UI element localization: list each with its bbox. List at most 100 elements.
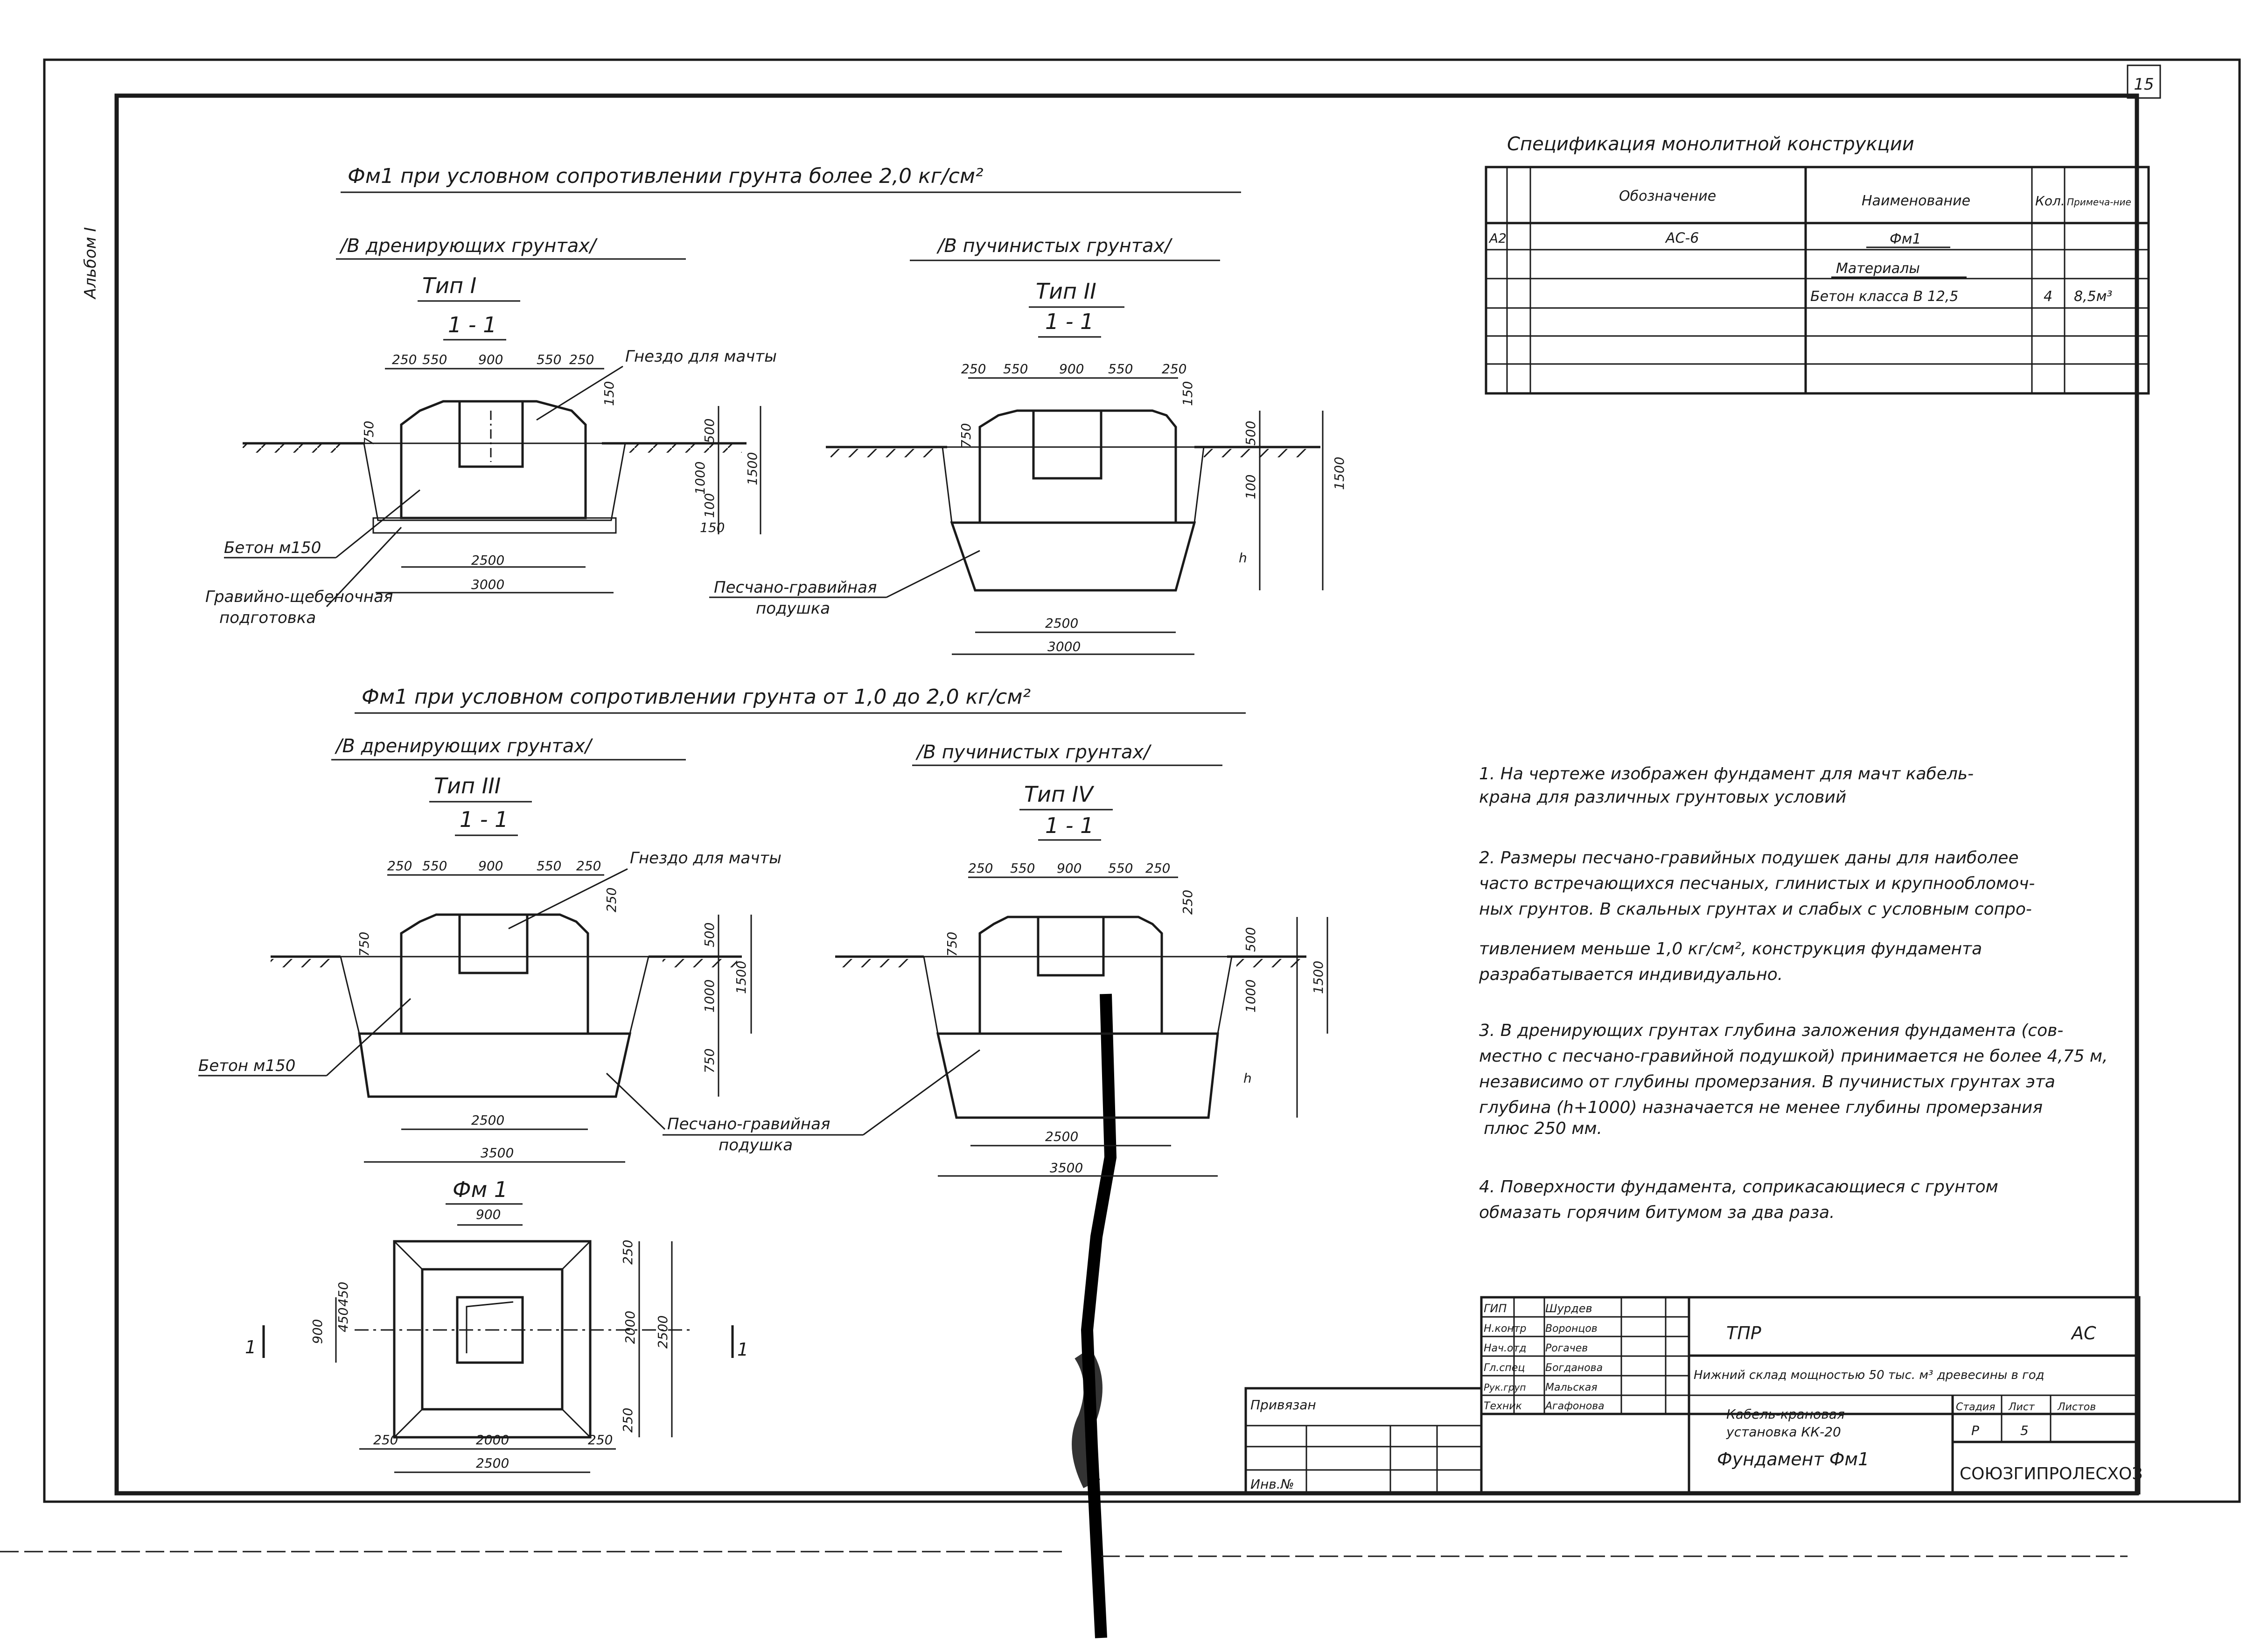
type3-dim-left: 750 — [356, 932, 372, 957]
spec-cell-concrete-qty: 4 — [2044, 288, 2052, 305]
type3-dim-right-5: 750 — [702, 1049, 717, 1073]
plan-dim-bottom-2: 2000 — [476, 1432, 509, 1448]
stamp-code-suffix: АС — [2070, 1323, 2096, 1343]
type3-soil-left — [271, 959, 331, 967]
type3-dim-right-2: 500 — [702, 923, 717, 947]
type3-dim-right-1: 250 — [604, 888, 619, 912]
plan-dim-right-1: 250 — [620, 1240, 635, 1265]
type1-gravel-label-1: Гравийно-щебеночная — [205, 588, 393, 606]
spec-header-name: Наименование — [1862, 193, 1970, 209]
stamp-sheets-label: Листов — [2057, 1401, 2096, 1413]
plan-corner-2 — [561, 1240, 591, 1270]
type2-dim-bottom-inner: 2500 — [1045, 616, 1078, 631]
scan-smudge — [1072, 1348, 1103, 1488]
type2-dim-top-4: 550 — [1108, 361, 1133, 377]
plan-inner — [421, 1268, 564, 1411]
type1-dim-top-5: 250 — [569, 352, 594, 367]
type1-dim-right-5: 100 — [702, 493, 717, 518]
type4-dim-left: 750 — [944, 932, 960, 957]
type3-dim-right-3: 1000 — [702, 979, 717, 1013]
type3-concrete-leader2 — [326, 998, 412, 1077]
type3-soil: /В дренирующих грунтах/ — [335, 735, 593, 757]
type4-pit-backfill — [923, 956, 1233, 1035]
spec-cell-concrete: Бетон класса В 12,5 — [1810, 288, 1959, 305]
type2-foundation — [978, 409, 1177, 524]
type2-dim-right-4: 1500 — [1332, 457, 1347, 490]
type1-dim-top-2: 550 — [422, 352, 447, 367]
type1-dim-top-4: 550 — [537, 352, 561, 367]
outer-frame — [43, 58, 2241, 1503]
type2-dim-bottom-outer: 3000 — [1047, 639, 1081, 654]
plan-socket-mark — [466, 1301, 514, 1353]
stamp-drawing: Фундамент Фм1 — [1717, 1449, 1869, 1469]
type4-soil-left — [840, 959, 914, 967]
note-4-line-2: обмазать горячим битумом за два раза. — [1479, 1203, 1835, 1222]
plan-dim-bottom-1: 250 — [373, 1432, 398, 1448]
type2-dim-left: 750 — [958, 423, 974, 448]
type4-cut: 1 - 1 — [1045, 813, 1094, 838]
inv-label: Инв.№ — [1250, 1476, 1294, 1492]
type3-section: /В дренирующих грунтах/ Тип III 1 - 1 25… — [198, 735, 980, 1163]
type4-soil-right — [1236, 959, 1302, 967]
type2-dim-right-3: 100 — [1243, 475, 1258, 499]
note-2-line-1: 2. Размеры песчано-гравийных подушек дан… — [1479, 848, 2019, 867]
type3-concrete-label: Бетон м150 — [198, 1056, 295, 1075]
type1-soil-left — [243, 444, 345, 453]
plan-dim-left-3: 450 — [335, 1282, 351, 1307]
scan-artifact — [1081, 993, 1117, 1638]
type1-dim-top-1: 250 — [392, 352, 417, 367]
section1-title: Фм1 при условном сопротивлении грунта бо… — [348, 164, 984, 188]
spec-cell-materials: Материалы — [1836, 260, 1920, 277]
type3-pit-backfill — [340, 956, 649, 1035]
type1-gravel-layer — [372, 517, 617, 534]
signer-role-1: ГИП — [1484, 1302, 1507, 1315]
plan-title: Фм 1 — [453, 1177, 508, 1202]
note-2-line-5: разрабатывается индивидуально. — [1479, 965, 1783, 984]
type1-dim-right-4: 1500 — [745, 452, 760, 485]
type2-soil: /В пучинистых грунтах/ — [936, 235, 1173, 257]
signer-role-6: Техник — [1484, 1400, 1522, 1412]
page-number-box — [2127, 64, 2161, 99]
inner-frame — [114, 93, 2139, 1496]
type3-socket-label: Гнездо для мачты — [630, 849, 782, 867]
type4-dim-top-1: 250 — [968, 860, 993, 876]
stamp-object-2: установка КК-20 — [1726, 1424, 1841, 1440]
type1-concrete-label: Бетон м150 — [224, 539, 321, 557]
spec-header-note: Примеча-ние — [2067, 196, 2131, 208]
spec-cell-name: Фм1 — [1890, 231, 1921, 247]
type1-type: Тип I — [422, 273, 476, 298]
note-2-line-2: часто встречающихся песчаных, глинистых … — [1479, 874, 2035, 893]
type1-socket-leader — [536, 365, 623, 421]
stamp-org: СОЮЗГИПРОЛЕСХОЗ — [1960, 1464, 2142, 1483]
type3-cushion — [358, 1032, 632, 1098]
type2-dim-right-1: 150 — [1180, 381, 1195, 406]
type1-pit-backfill — [363, 442, 626, 521]
type3-dim-top-1: 250 — [387, 858, 412, 874]
type4-section: /В пучинистых грунтах/ Тип IV 1 - 1 250 … — [835, 742, 1328, 1177]
type2-dim-top-5: 250 — [1162, 361, 1186, 377]
type2-cushion-label-2: подушка — [756, 599, 830, 618]
section2-title: Фм1 при условном сопротивлении грунта от… — [362, 685, 1031, 709]
note-3-line-3: независимо от глубины промерзания. В пуч… — [1479, 1072, 2055, 1091]
type4-dim-bottom-inner: 2500 — [1045, 1129, 1078, 1144]
type2-section: /В пучинистых грунтах/ Тип II 1 - 1 250 … — [709, 235, 1347, 655]
album-label: Альбом I — [81, 227, 100, 300]
type3-type: Тип III — [434, 773, 501, 798]
spec-cell-format: А2 — [1488, 231, 1507, 246]
type1-dim-left: 750 — [361, 421, 377, 446]
type1-section: /В дренирующих грунтах/ Тип I 1 - 1 250 … — [205, 235, 777, 627]
note-3-line-4: глубина (h+1000) назначается не менее гл… — [1479, 1098, 2043, 1117]
signer-name-3: Рогачев — [1545, 1343, 1588, 1354]
note-2-line-3: ных грунтов. В скальных грунтах и слабых… — [1479, 900, 2032, 919]
type1-cut: 1 - 1 — [448, 312, 496, 337]
type2-cushion-label-1: Песчано-гравийная — [714, 578, 877, 597]
type1-gravel-label-2: подготовка — [219, 609, 316, 627]
plan-dim-bottom-total: 2500 — [476, 1455, 509, 1471]
stamp-object-1: Кабель-крановая — [1726, 1406, 1845, 1422]
type2-type: Тип II — [1036, 279, 1096, 304]
signer-name-4: Богданова — [1545, 1362, 1603, 1374]
signer-name-1: Шурдев — [1545, 1302, 1592, 1315]
type3-dim-top-4: 550 — [537, 858, 561, 874]
signer-name-5: Мальская — [1545, 1382, 1598, 1393]
type3-dim-top-5: 250 — [576, 858, 601, 874]
